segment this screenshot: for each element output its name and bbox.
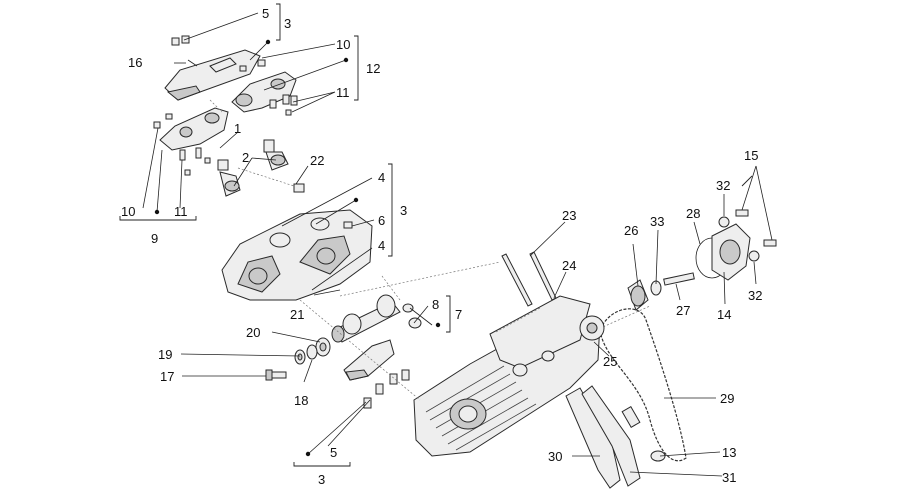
callout-14: 14: [717, 307, 731, 322]
callout-16: 16: [128, 55, 142, 70]
callout-10: 10: [336, 37, 350, 52]
callout-17: 17: [160, 369, 174, 384]
callout-21: 21: [290, 307, 304, 322]
callout-27: 27: [676, 303, 690, 318]
callout-22: 22: [310, 153, 324, 168]
callout-5: 5: [262, 6, 269, 21]
callout-25: 25: [603, 354, 617, 369]
rocker-assembly-upper: [231, 59, 298, 116]
callout-labels: 5 3 16 10 12 11 1 2 22 10 11 9 4 3 6 4 1…: [121, 6, 762, 487]
leader-lines: [142, 12, 773, 477]
callout-30: 30: [548, 449, 562, 464]
callout-2: 2: [242, 150, 249, 165]
washers: [294, 337, 331, 365]
callout-32-lower: 32: [748, 288, 762, 303]
callout-28: 28: [686, 206, 700, 221]
callout-6: 6: [378, 213, 385, 228]
rocker-assembly-lower: [153, 107, 229, 176]
group-brackets: [119, 3, 753, 467]
callout-23: 23: [562, 208, 576, 223]
callout-3: 3: [284, 16, 291, 31]
callout-19: 19: [158, 347, 172, 362]
callout-8: 8: [432, 297, 439, 312]
callout-32: 32: [716, 178, 730, 193]
callout-4: 4: [378, 170, 385, 185]
cylinder-head: [221, 209, 373, 301]
callout-5-lower: 5: [330, 445, 337, 460]
callout-10-lower: 10: [121, 204, 135, 219]
callout-24: 24: [562, 258, 576, 273]
chain-guides: [565, 385, 666, 489]
callout-12: 12: [366, 61, 380, 76]
callout-11-lower: 11: [174, 204, 188, 219]
callout-7: 7: [455, 307, 462, 322]
callout-26: 26: [624, 223, 638, 238]
callout-11: 11: [336, 85, 350, 100]
callout-13: 13: [722, 445, 736, 460]
callout-4-lower: 4: [378, 238, 385, 253]
assembly-lines: [209, 99, 651, 401]
callout-29: 29: [720, 391, 734, 406]
callout-33: 33: [650, 214, 664, 229]
callout-20: 20: [246, 325, 260, 340]
bolt-17: [265, 369, 287, 381]
callout-31: 31: [722, 470, 736, 485]
camshaft-cap: [343, 339, 410, 409]
callout-3-head: 3: [400, 203, 407, 218]
timing-chain: [599, 308, 687, 462]
callout-3-lower: 3: [318, 472, 325, 487]
callout-1: 1: [234, 121, 241, 136]
engine-block: [413, 295, 601, 457]
studs: [501, 251, 557, 307]
cam-sprocket: [579, 315, 605, 341]
tensioner-assembly: [627, 209, 777, 311]
rocker-cover-top: [164, 35, 261, 101]
camshaft: [331, 294, 422, 343]
callout-18: 18: [294, 393, 308, 408]
valve-tappets: [217, 139, 305, 197]
leader-dots: [154, 39, 441, 457]
callout-9: 9: [151, 231, 158, 246]
callout-15: 15: [744, 148, 758, 163]
